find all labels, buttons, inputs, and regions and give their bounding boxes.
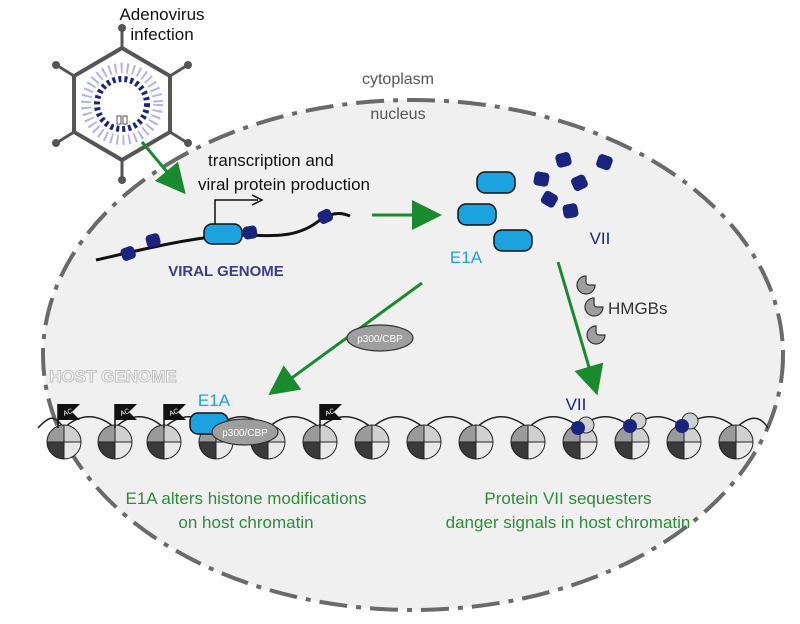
arrow-infection: [140, 141, 186, 195]
caption-right-line2: danger signals in host chromatin: [446, 513, 691, 532]
p300-cbp-free: [346, 324, 414, 352]
adenovirus-particle: [52, 24, 192, 184]
p300-cbp-free-label: p300/CBP: [357, 334, 403, 345]
caption-left-line2: on host chromatin: [178, 513, 313, 532]
viral-genome-label: VIRAL GENOME: [168, 263, 284, 280]
host-dna-strand: [37, 416, 769, 430]
vii-hmgb-bound: [571, 412, 699, 435]
transcription-label-line2: viral protein production: [198, 175, 370, 194]
ac-flag-label-1: AC: [62, 408, 74, 418]
vii-proteins: [533, 152, 613, 219]
e1a-proteins: [457, 171, 533, 252]
adenovirus-label-line1: Adenovirus: [119, 5, 204, 24]
e1a-chromatin-label: E1A: [198, 391, 231, 410]
p300-cbp-chromatin-label: p300/CBP: [222, 428, 268, 439]
adenovirus-label-line2: infection: [130, 25, 193, 44]
arrow-vii-to-chromatin: [556, 261, 604, 396]
acetylation-flags: [57, 404, 342, 428]
transcription-label-line1: transcription and: [208, 151, 334, 170]
p300-cbp-on-chromatin: [211, 418, 279, 446]
hmgbs-label: HMGBs: [608, 299, 668, 318]
vii-chromatin-label: VII: [566, 395, 587, 414]
ac-flag-label-3: AC: [168, 408, 180, 418]
vii-label: VII: [590, 229, 611, 248]
nucleus-label: nucleus: [370, 106, 425, 123]
hmgb-proteins: [576, 275, 606, 345]
ac-flag-label-2: AC: [119, 408, 131, 418]
host-genome-label: HOST GENOME: [49, 367, 177, 386]
e1a-label: E1A: [450, 248, 483, 267]
cytoplasm-label: cytoplasm: [362, 71, 434, 88]
caption-left-line1: E1A alters histone modifications: [126, 489, 367, 508]
viral-genome: [95, 194, 351, 262]
caption-right-line1: Protein VII sequesters: [484, 489, 651, 508]
ac-flag-label-4: AC: [324, 408, 336, 418]
nucleus-membrane: [41, 98, 785, 612]
